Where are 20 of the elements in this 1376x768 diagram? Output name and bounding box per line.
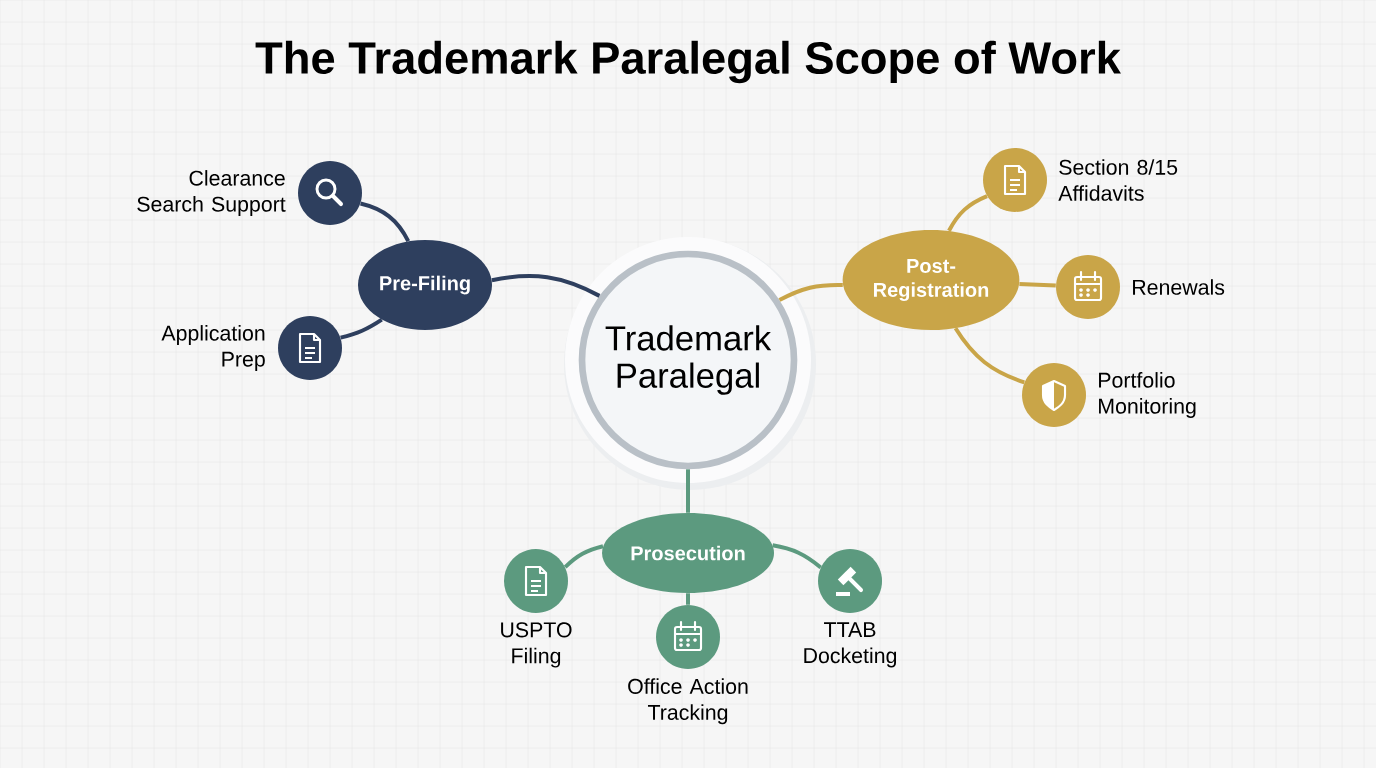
topic-label: Portfolio Monitoring bbox=[1099, 372, 1196, 418]
connector bbox=[1019, 281, 1056, 288]
connector bbox=[947, 194, 988, 232]
topic-label: Clearance Search Support bbox=[137, 170, 286, 216]
topic-label: Application Prep bbox=[161, 325, 265, 371]
connector bbox=[491, 274, 601, 298]
connector bbox=[686, 593, 690, 605]
connector bbox=[360, 201, 410, 243]
topic-label: Office Action Tracking bbox=[628, 678, 748, 725]
connector bbox=[953, 327, 1025, 385]
title: The Trademark Paralegal Scope of Work bbox=[255, 40, 1121, 84]
connector bbox=[340, 318, 383, 340]
connector bbox=[686, 469, 690, 513]
connector bbox=[778, 282, 843, 302]
connector bbox=[563, 544, 604, 569]
topic-label: Section 8/15 Affidavits bbox=[1058, 159, 1178, 201]
topic-label: USPTO Filing bbox=[501, 622, 572, 668]
topic-label: TTAB Docketing bbox=[804, 622, 897, 668]
topic-label: Renewals bbox=[1133, 279, 1225, 295]
connector bbox=[772, 543, 822, 570]
